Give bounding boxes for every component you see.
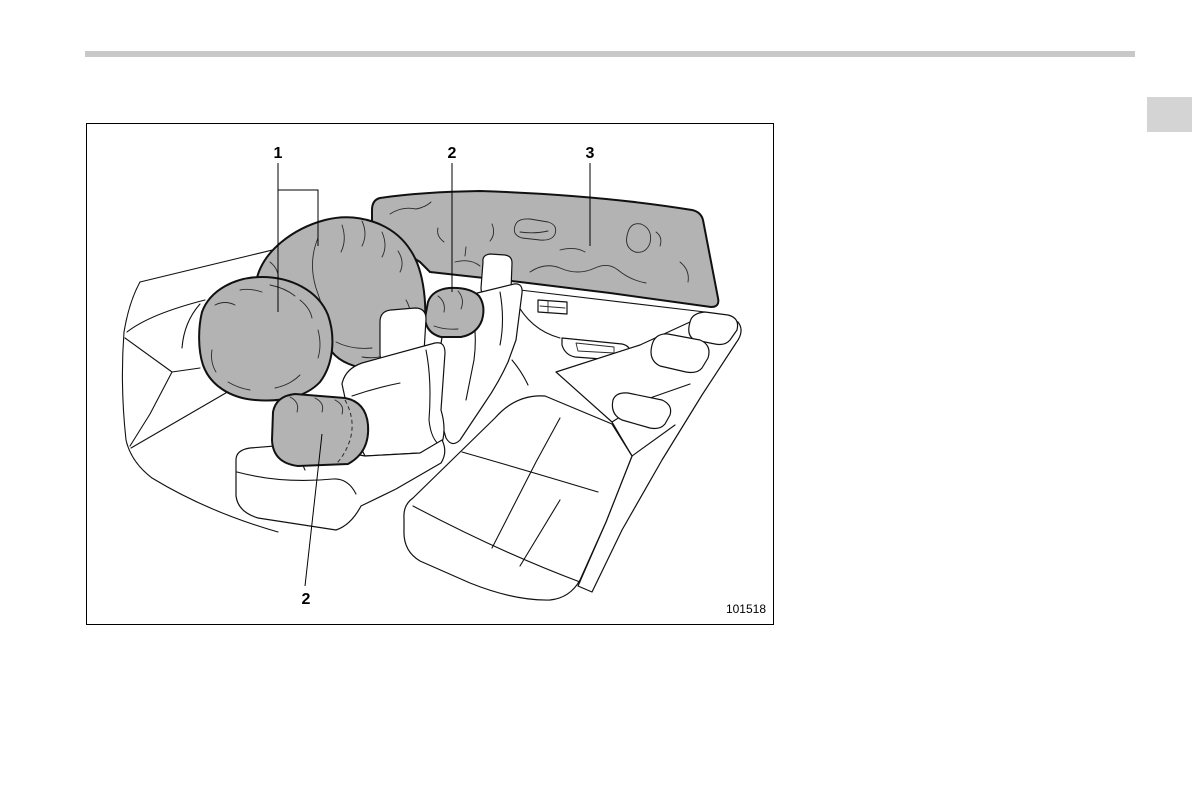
callout-2-bottom: 2 <box>302 591 311 608</box>
driver-airbag <box>199 277 332 400</box>
door-panel-line <box>512 360 528 385</box>
door-sill <box>172 368 200 372</box>
driver-airbag-group <box>199 277 332 400</box>
callout-1: 1 <box>274 145 283 162</box>
header-rule <box>85 51 1135 57</box>
glovebox <box>182 304 200 348</box>
callout-3: 3 <box>586 145 595 162</box>
illustration-canvas: 1 2 3 2 101518 <box>87 124 773 624</box>
section-tab <box>1147 97 1192 132</box>
dashboard-top <box>127 300 205 332</box>
airbag-illustration: 1 2 3 2 101518 <box>86 123 774 625</box>
callout-2-top: 2 <box>448 145 457 162</box>
figure-code: 101518 <box>726 602 766 616</box>
far-seat-side-airbag-group <box>425 288 483 337</box>
dashboard-side <box>125 338 172 446</box>
